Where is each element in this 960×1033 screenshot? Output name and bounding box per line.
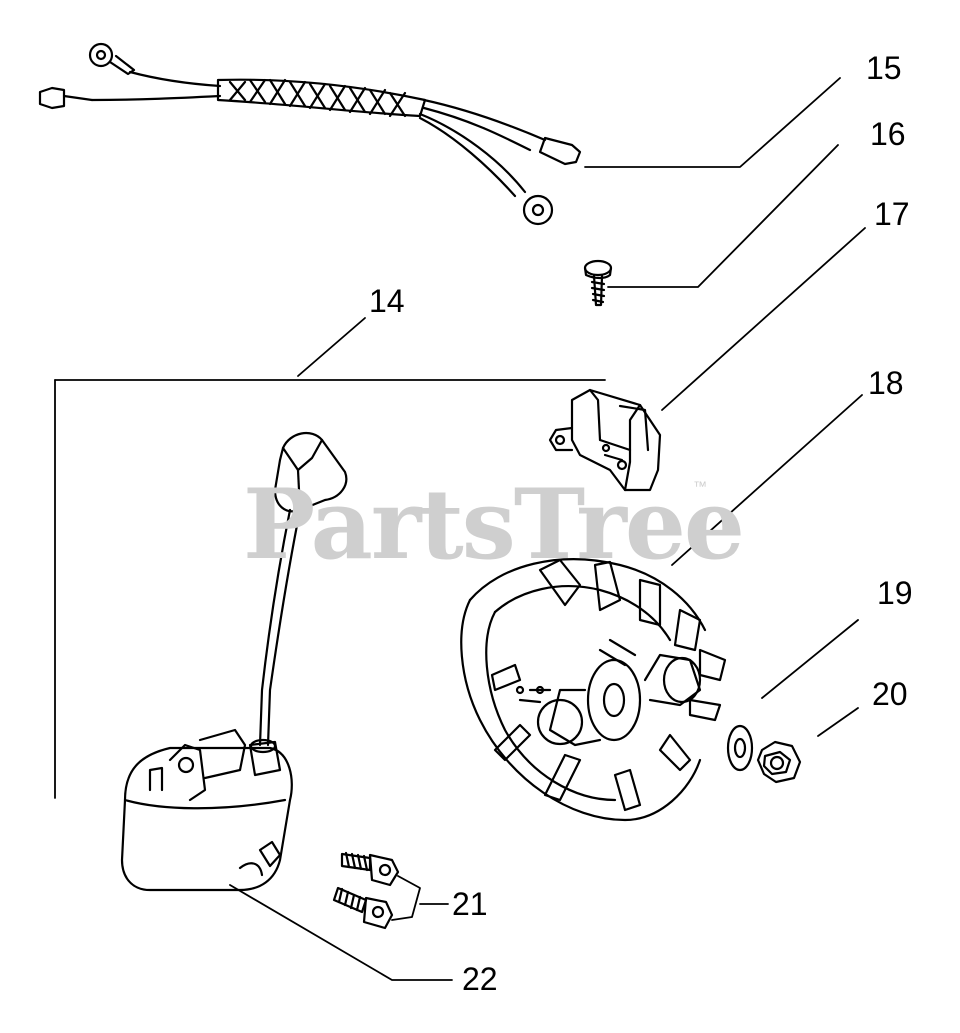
ignition-coil-part-22 [120,431,348,892]
wire-harness-part-15 [38,42,582,226]
watermark: PartsTree [243,468,745,581]
callout-22: 22 [462,961,498,997]
callout-17: 17 [874,196,910,232]
callout-14: 14 [369,283,405,319]
callout-15: 15 [866,50,902,86]
screw-part-16 [583,259,613,307]
bolts-part-21 [332,851,400,930]
nut-part-20 [756,740,802,784]
callout-16: 16 [870,116,906,152]
ignition-module-part-17 [548,388,662,492]
trademark-symbol: ™ [693,478,707,494]
leader-lines [54,77,866,981]
callout-19: 19 [877,575,913,611]
washer-part-19 [726,724,754,772]
callout-21: 21 [452,886,488,922]
callout-18: 18 [868,365,904,401]
callout-20: 20 [872,676,908,712]
flywheel-part-18 [460,558,727,822]
